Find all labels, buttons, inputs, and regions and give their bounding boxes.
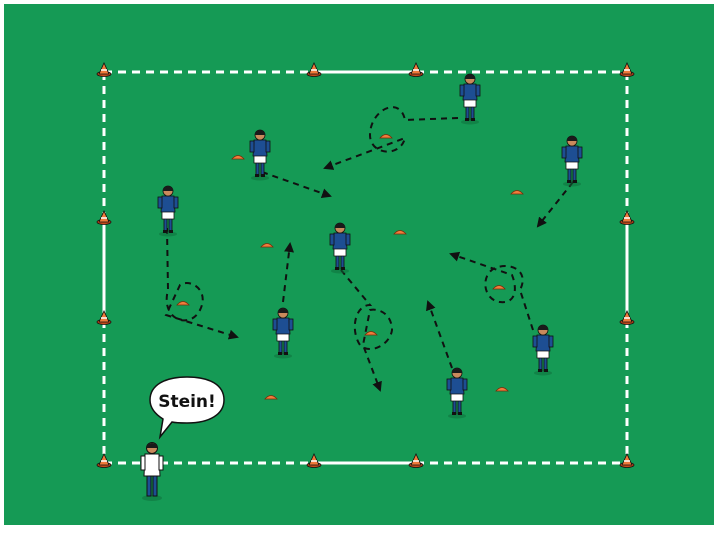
pitch-field [4,4,714,525]
coach-speech-text: Stein! [158,392,216,412]
